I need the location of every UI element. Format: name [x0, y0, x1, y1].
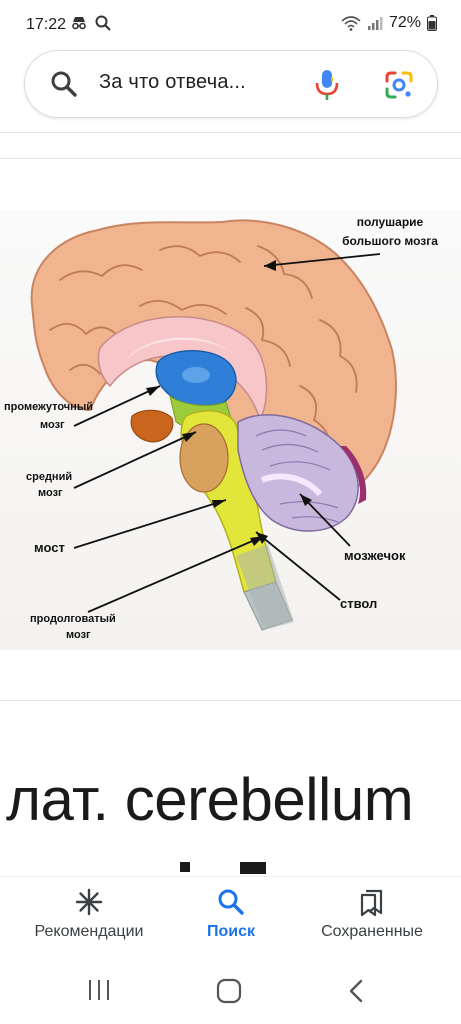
nav-saved-label: Сохраненные [321, 923, 423, 940]
search-bar[interactable]: За что отвеча... [24, 50, 438, 118]
nav-saved[interactable]: Сохраненные [297, 887, 447, 941]
label-diencephalon-1: промежуточный [4, 401, 93, 413]
pointer-arrowheads [146, 260, 312, 546]
home-button[interactable] [216, 978, 242, 1004]
status-time: 17:22 [26, 16, 67, 33]
status-bar: 17:22 72% [0, 0, 461, 50]
partial-next-line [180, 862, 266, 874]
label-stem: ствол [340, 596, 377, 611]
ventricle-highlight [182, 367, 210, 383]
nav-recommendations[interactable]: Рекомендации [14, 887, 164, 941]
search-query[interactable]: За что отвеча... [99, 71, 246, 93]
bookmarks-icon [360, 889, 383, 917]
cerebellum-folia [255, 429, 339, 523]
google-lens-icon [385, 71, 413, 99]
wifi-icon [341, 16, 361, 31]
spinal-cord-lower [236, 544, 294, 630]
voice-search-button[interactable] [313, 68, 341, 102]
nav-search[interactable]: Поиск [156, 887, 306, 941]
pointer-lines [73, 253, 381, 613]
divider [0, 158, 461, 159]
label-pons: мост [34, 540, 65, 555]
brain-diagram-image[interactable]: полушарие большого мозга промежуточный м… [0, 210, 461, 650]
search-icon [49, 69, 79, 99]
cerebellum-shape [237, 414, 359, 532]
back-button[interactable] [346, 978, 366, 1004]
nav-search-label: Поиск [206, 923, 255, 940]
battery-percent: 72% [388, 14, 421, 31]
hypothalamus-shape [130, 409, 174, 443]
divider [0, 132, 461, 133]
search-status-icon [95, 15, 111, 31]
system-navigation-bar [0, 958, 461, 1024]
label-medulla-1: продолговатый [30, 613, 116, 625]
label-diencephalon-2: мозг [40, 419, 65, 431]
pons-shape [179, 423, 229, 493]
brain-diagram: полушарие большого мозга промежуточный м… [4, 215, 438, 641]
search-nav-icon [218, 889, 244, 915]
divider [0, 700, 461, 701]
signal-icon [367, 17, 383, 30]
microphone-icon [315, 70, 339, 100]
bottom-navigation: Рекомендации Поиск Сохраненные [0, 876, 461, 959]
battery-icon [427, 15, 437, 31]
label-cerebellum: мозжечок [344, 548, 406, 563]
label-midbrain-2: мозг [38, 487, 63, 499]
label-hemisphere-2: большого мозга [342, 234, 438, 248]
recent-apps-button[interactable] [86, 978, 112, 1002]
cerebellum-inner [260, 473, 323, 497]
asterisk-icon [75, 888, 103, 916]
corpus-callosum-inner [126, 337, 240, 360]
label-midbrain-1: средний [26, 471, 72, 483]
label-hemisphere-1: полушарие [357, 215, 424, 229]
headline-text: лат. cerebellum [6, 766, 414, 833]
lens-search-button[interactable] [383, 69, 415, 101]
incognito-icon [72, 17, 86, 30]
label-medulla-2: мозг [66, 629, 91, 641]
cerebellum-edge [340, 446, 367, 504]
nav-recommendations-label: Рекомендации [34, 923, 144, 940]
corpus-callosum-shape [97, 316, 268, 423]
